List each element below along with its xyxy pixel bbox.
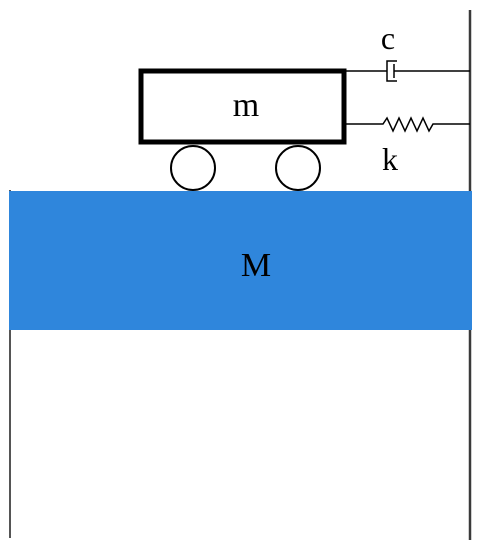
- spring-label: k: [382, 141, 398, 177]
- left-wheel: [170, 145, 216, 191]
- small-mass-label: m: [233, 87, 259, 124]
- right-wheel: [275, 145, 321, 191]
- damper: [345, 60, 470, 82]
- large-mass-block: [9, 191, 472, 330]
- damper-label: c: [381, 20, 395, 56]
- small-mass-block: [138, 68, 347, 145]
- spring: [345, 116, 470, 133]
- large-mass-label: M: [241, 247, 271, 284]
